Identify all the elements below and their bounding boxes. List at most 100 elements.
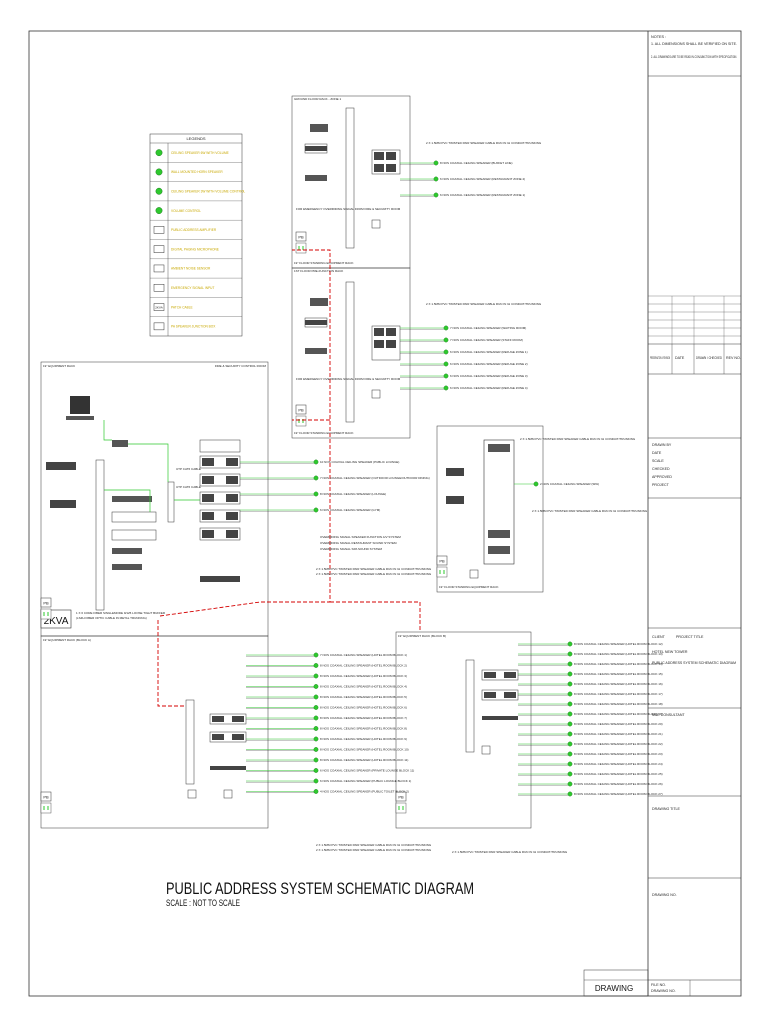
- rack-top-2: 1ST FLOOR PRE-FUNCTION RACK FOR EMERGENC…: [291, 267, 411, 439]
- zone-label: 7 NOS COAXIAL CEILING SPEAKER (HOTEL ROO…: [320, 653, 407, 657]
- zone-label: 7 NOS COAXIAL CEILING SPEAKER (STAFF ROO…: [450, 338, 523, 342]
- speaker-dot: [313, 652, 319, 658]
- zone-label: 6 NOS COAXIAL CEILING SPEAKER (RESTAURAN…: [440, 177, 525, 181]
- cable-right-mid-b: 2 X 1.5MM PVC TWISTED PAIR SPEAKER CABLE…: [532, 509, 648, 513]
- speaker-dot: [313, 507, 319, 513]
- info-row-label: DRAWN BY: [652, 443, 672, 447]
- rev-col-1: PRESERVATION / REVISION: [650, 356, 670, 360]
- legend-item-7: EMERGENCY SIGNAL INPUT: [171, 286, 214, 290]
- speaker-dot: [533, 481, 539, 487]
- zone-label: 6 NOS COAXIAL CEILING SPEAKER (PUBLIC LO…: [320, 779, 411, 783]
- zone-label: 8 NOS COAXIAL CEILING SPEAKER (HOTEL ROO…: [574, 642, 663, 646]
- main-equipment-rack: 19" EQUIPMENT RACK FIRE & SECURITY CONTR…: [40, 361, 269, 637]
- zone-label: 8 NOS COAXIAL CEILING SPEAKER (HOTEL ROO…: [320, 737, 407, 741]
- rack-top-1-label: GROUND FLOOR RACK - ZONE 1: [294, 97, 342, 101]
- zone-label: 6 NOS COAXIAL CEILING SPEAKER (REFUGE ZO…: [450, 374, 528, 378]
- zone-label: 8 NOS COAXIAL CEILING SPEAKER (HOTEL ROO…: [320, 748, 409, 752]
- zone-label: 8 NOS COAXIAL CEILING SPEAKER (HOTEL ROO…: [574, 792, 663, 796]
- legend-symbol-2: [155, 187, 163, 195]
- speaker-dot: [567, 661, 573, 667]
- zone-label: 8 NOS COAXIAL CEILING SPEAKER (HOTEL ROO…: [574, 762, 663, 766]
- legend-symbol-6: [153, 264, 165, 273]
- speaker-dot: [567, 781, 573, 787]
- rack-top-1-emergency: FOR EMERGENCY OVERRIDING SIGNAL FROM FIR…: [296, 207, 401, 211]
- speaker-dot: [443, 361, 449, 367]
- power-outlet-label: PB: [298, 235, 304, 240]
- footer-drawing-no: DRAWING NO.: [651, 989, 676, 993]
- speaker-dot: [567, 701, 573, 707]
- speaker-dot: [567, 771, 573, 777]
- legend-symbol-text-8: 2KVA: [155, 306, 162, 310]
- speaker-dot: [313, 491, 319, 497]
- zone-label: 8 NOS COAXIAL CEILING SPEAKER (HOTEL ROO…: [320, 685, 407, 689]
- legend-symbol-0: [155, 149, 163, 157]
- fibre-backbone: [157, 249, 421, 707]
- cable-descriptions: 2 X 1.5MM PVC TWISTED PAIR SPEAKER CABLE…: [316, 141, 648, 854]
- legend-symbol-5: [153, 245, 165, 253]
- computer-monitor: [70, 396, 90, 414]
- power-outlet-label: PB: [43, 601, 49, 606]
- speaker-dot: [313, 705, 319, 710]
- consultant-label: M&E CONSULTANT: [652, 713, 685, 717]
- speaker-dot: [313, 684, 319, 689]
- zone-label: 7 NOS COAXIAL CEILING SPEAKER (OUTDOOR L…: [320, 476, 430, 480]
- rev-col-3: DRAWN / CHECKED: [696, 356, 722, 360]
- info-row-label: PROJECT: [652, 483, 670, 487]
- zone-label: 6 NOS COAXIAL CEILING SPEAKER (RESTAURAN…: [440, 193, 525, 197]
- power-outlet-label: PB: [43, 795, 49, 800]
- zone-label: 4 NOS COAXIAL CEILING SPEAKER (PUBLIC TO…: [320, 790, 409, 794]
- zone-label: 8 NOS COAXIAL CEILING SPEAKER (LOUNGE): [320, 492, 386, 496]
- speaker-dot: [443, 337, 449, 343]
- legend-symbol-7: [153, 284, 165, 292]
- cable-mid: 2 X 1.5MM PVC TWISTED PAIR SPEAKER CABLE…: [316, 567, 432, 571]
- speaker-dot: [443, 373, 449, 379]
- zone-label: 8 NOS COAXIAL CEILING SPEAKER (HOTEL ROO…: [574, 752, 663, 756]
- rev-col-4: REV NO.: [726, 356, 741, 360]
- zone-label: 8 NOS COAXIAL CEILING SPEAKER (HOTEL ROO…: [574, 742, 663, 746]
- legend-item-0: CEILING SPEAKER 6W WITH VOLUME: [171, 151, 229, 155]
- speaker-dot: [313, 715, 319, 721]
- info-row-label: SCALE: [652, 459, 664, 463]
- speaker-dot: [313, 736, 319, 742]
- power-outlet-label: PB: [298, 408, 304, 413]
- speaker-dot: [313, 694, 319, 700]
- zone-label: 8 NOS COAXIAL CEILING SPEAKER (HOTEL ROO…: [574, 732, 663, 736]
- cable-top1: 2 X 1.5MM PVC TWISTED PAIR SPEAKER CABLE…: [426, 141, 542, 145]
- override-label: OVERRIDING SIGNAL SPA SOUND SYSTEM: [320, 547, 383, 551]
- speaker-dot: [433, 160, 439, 166]
- project-label: PROJECT TITLE: [676, 635, 704, 639]
- speaker-dot: [567, 721, 573, 727]
- note-2: 2. ALL DRAWINGS ARE TO BE READ IN CONJUN…: [651, 55, 737, 59]
- zone-label: 8 NOS COAXIAL CEILING SPEAKER (HOTEL ROO…: [320, 695, 407, 699]
- legend-header: LEGENDS: [186, 136, 205, 141]
- speaker-dot: [433, 176, 439, 182]
- legend-item-3: VOLUME CONTROL: [171, 209, 201, 213]
- rev-col-2: DATE: [675, 356, 685, 360]
- power-outlet-label: PB: [439, 559, 445, 564]
- drawing-no-label: DRAWING NO.: [652, 893, 677, 897]
- drawing-strip: DRAWING: [583, 969, 649, 997]
- legend-item-6: AMBIENT NOISE SENSOR: [171, 267, 211, 271]
- rack-top-2-emergency: FOR EMERGENCY OVERRIDING SIGNAL FROM FIR…: [296, 377, 401, 381]
- cable-top2: 2 X 1.5MM PVC TWISTED PAIR SPEAKER CABLE…: [426, 302, 542, 306]
- zone-label: 6 NOS COAXIAL CEILING SPEAKER (GYM): [320, 508, 380, 512]
- speaker-dot: [567, 711, 573, 717]
- note-1: 1. ALL DIMENSIONS SHALL BE VERIFIED ON S…: [651, 42, 737, 46]
- fibre-cable-sub: (LSZH FIBER OPTIC CABLE IN METAL TRUNKIN…: [76, 616, 147, 620]
- info-row-label: APPROVED: [652, 475, 672, 479]
- legend-item-9: PA SPEAKER JUNCTION BOX: [171, 325, 216, 329]
- drawing-label: DRAWING: [595, 984, 633, 993]
- speaker-dot: [313, 768, 319, 773]
- legend-item-5: DIGITAL PAGING MICROPHONE: [171, 247, 219, 251]
- project-line-2: PUBLIC ADDRESS SYSTEM SCHEMATIC DIAGRAM: [652, 661, 736, 665]
- zone-lines: 8 NOS COAXIAL CEILING SPEAKER (BUFFET LI…: [240, 160, 663, 797]
- speaker-dot: [567, 791, 573, 797]
- speaker-dot: [313, 747, 319, 752]
- green-patch-lines: [103, 420, 200, 512]
- fibre-cable: 1 X 6 CORE FIBER SINGLEMODE 9/125 LOOSE …: [76, 611, 166, 615]
- ups-label: 2KVA: [44, 616, 69, 627]
- legend-symbol-9: [153, 322, 165, 331]
- speaker-dot: [313, 726, 319, 731]
- zone-label: 8 NOS COAXIAL CEILING SPEAKER (HOTEL ROO…: [320, 758, 408, 762]
